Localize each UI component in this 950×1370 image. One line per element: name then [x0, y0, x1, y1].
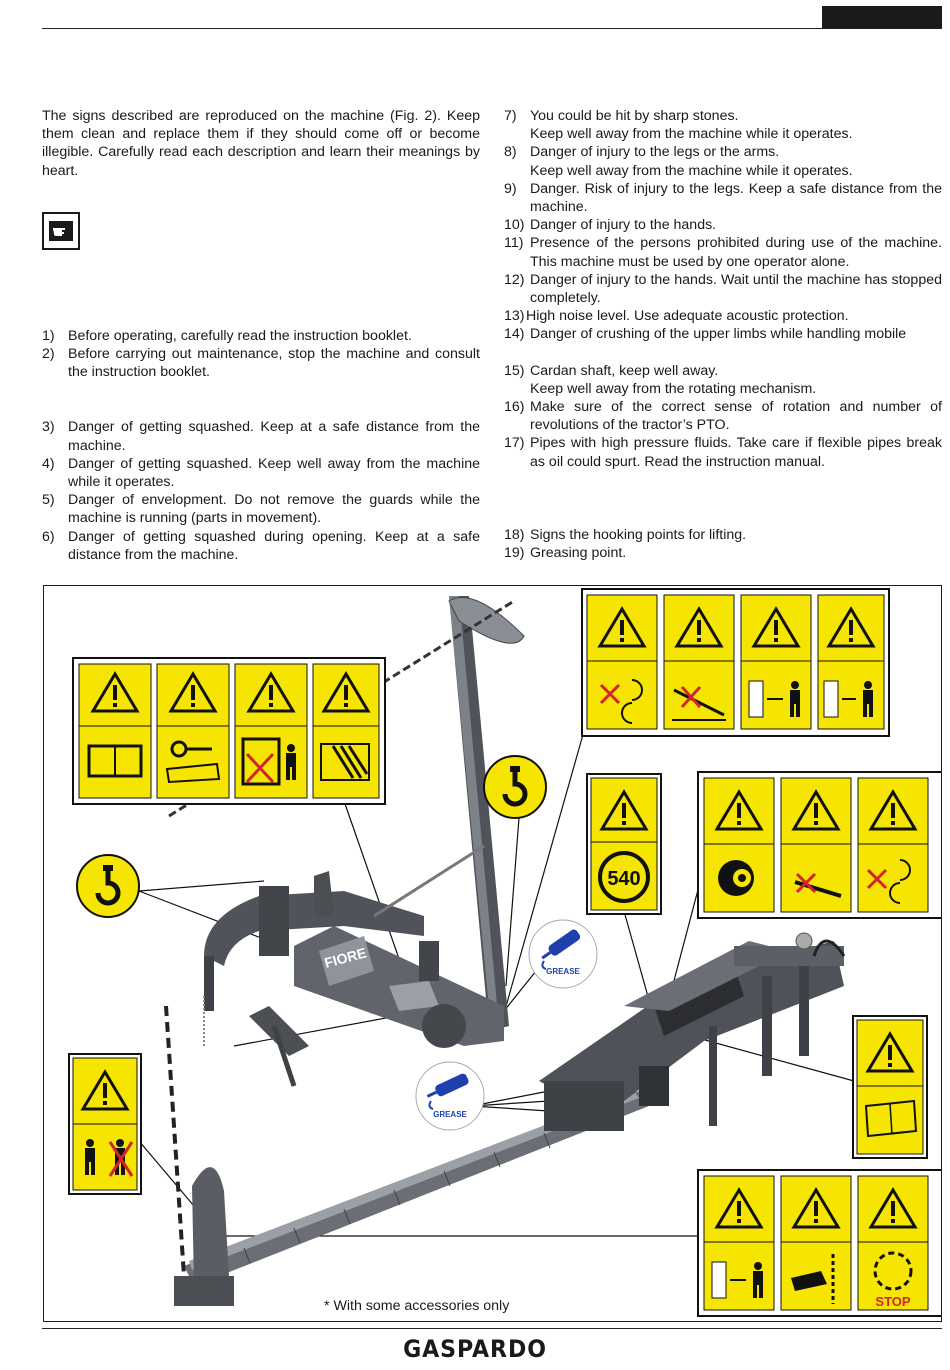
list-item: 14)Danger of crushing of the upper limbs… — [504, 326, 907, 343]
list-item: 7)You could be hit by sharp stones.Keep … — [504, 108, 853, 143]
list-item: 17)Pipes with high pressure fluids. Take… — [504, 435, 942, 470]
mower-body-left: FIORE — [168, 596, 525, 1087]
sign-group-top-left — [72, 657, 386, 805]
header-bar — [822, 6, 942, 28]
list-item: 1)Before operating, carefully read the i… — [42, 327, 412, 344]
grease-label: GREASE — [433, 1110, 467, 1119]
list-item: 11)Presence of the persons prohibited du… — [504, 235, 942, 270]
mower-body-right — [539, 932, 846, 1131]
pointing-hand-icon — [42, 211, 80, 250]
grease-label: GREASE — [546, 967, 580, 976]
list-item: 10)Danger of injury to the hands. — [504, 217, 717, 234]
cutter-bar — [164, 1005, 649, 1306]
sign-pto-540: 540 — [586, 773, 662, 915]
list-item: 8)Danger of injury to the legs or the ar… — [504, 144, 853, 179]
lifting-hook-sign-left — [76, 854, 140, 918]
sign-group-top-right — [581, 588, 890, 737]
list-item: 6)Danger of getting squashed during open… — [42, 528, 480, 563]
grease-sign-top: GREASE — [528, 919, 598, 989]
footer-rule — [42, 1328, 942, 1329]
sign-group-middle-right — [697, 771, 941, 919]
list-item: 3)Danger of getting squashed. Keep at a … — [42, 419, 480, 454]
brand-logo: GASPARDO — [403, 1335, 547, 1363]
list-item: 16)Make sure of the correct sense of rot… — [504, 399, 942, 434]
right-column: 7)You could be hit by sharp stones.Keep … — [504, 107, 942, 562]
list-item: 9)Danger. Risk of injury to the legs. Ke… — [504, 180, 942, 216]
sign-persons-prohibited — [68, 1053, 142, 1195]
list-item: 15)Cardan shaft, keep well away.Keep wel… — [504, 362, 817, 397]
header-rule — [42, 28, 942, 29]
left-column: The signs described are reproduced on th… — [42, 107, 480, 564]
list-item: 19)Greasing point. — [504, 545, 627, 562]
list-item: 4)Danger of getting squashed. Keep well … — [42, 455, 480, 491]
machine-illustration: FIORE — [68, 588, 941, 1317]
lifting-hook-sign-top — [483, 755, 547, 819]
list-item: 5)Danger of envelopment. Do not remove t… — [42, 492, 480, 527]
grease-sign-bottom: GREASE — [415, 1061, 485, 1131]
intro-paragraph: The signs described are reproduced on th… — [42, 108, 480, 179]
pto-label: 540 — [607, 868, 640, 890]
list-item: 2)Before carrying out maintenance, stop … — [42, 346, 480, 381]
sign-group-bottom-right: STOP — [697, 1169, 941, 1317]
list-item: 12)Danger of injury to the hands. Wait u… — [504, 271, 942, 307]
stop-label: STOP — [875, 1294, 910, 1309]
sign-high-pressure-pipes — [852, 1015, 928, 1159]
safety-signs-figure: FIORE — [43, 585, 942, 1322]
list-item: 18)Signs the hooking points for lifting. — [504, 526, 747, 543]
figure-caption: * With some accessories only — [324, 1298, 510, 1314]
list-item: 13)High noise level. Use adequate acoust… — [504, 308, 849, 325]
